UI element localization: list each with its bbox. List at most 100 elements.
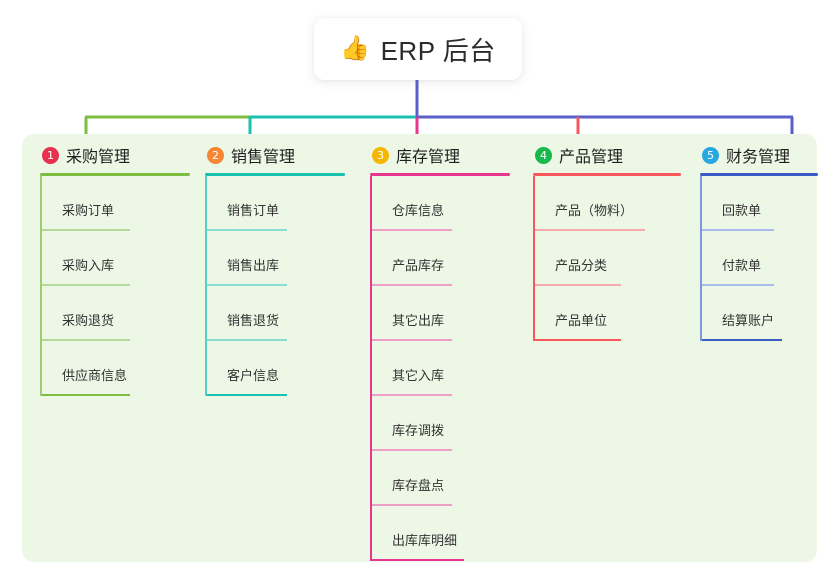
branch-item-rule xyxy=(207,284,287,286)
branch-item-list: 回款单付款单结算账户 xyxy=(700,176,818,341)
branch-item-rule xyxy=(42,339,130,341)
branch-number-badge: 1 xyxy=(42,146,59,164)
root-node[interactable]: 👍 ERP 后台 xyxy=(314,18,522,80)
branch-item[interactable]: 仓库信息 xyxy=(370,176,510,231)
branch-spine xyxy=(370,176,372,561)
branch-item-label: 产品单位 xyxy=(555,313,608,328)
branch-header-1[interactable]: 1 采购管理 xyxy=(40,142,190,168)
branch-number-badge: 4 xyxy=(535,146,552,164)
branch-title: 库存管理 xyxy=(396,149,461,166)
branch-title: 销售管理 xyxy=(231,149,296,166)
branch-item[interactable]: 销售退货 xyxy=(205,286,345,341)
branch-item-rule xyxy=(42,229,130,231)
branch-header-rule xyxy=(370,173,510,176)
branch-item-rule xyxy=(372,504,452,506)
branch-item-label: 其它入库 xyxy=(392,368,445,383)
branch-item[interactable]: 出库库明细 xyxy=(370,506,510,561)
branch-column-2: 2 销售管理销售订单销售出库销售退货客户信息 xyxy=(205,142,345,396)
branch-column-3: 3 库存管理仓库信息产品库存其它出库其它入库库存调拨库存盘点出库库明细 xyxy=(370,142,510,561)
branch-item[interactable]: 产品库存 xyxy=(370,231,510,286)
branch-item-label: 其它出库 xyxy=(392,313,445,328)
branch-item-list: 采购订单采购入库采购退货供应商信息 xyxy=(40,176,190,396)
branch-header-3[interactable]: 3 库存管理 xyxy=(370,142,510,168)
branch-column-5: 5 财务管理回款单付款单结算账户 xyxy=(700,142,818,341)
branch-item-label: 库存盘点 xyxy=(392,478,445,493)
branch-item-label: 出库库明细 xyxy=(392,533,458,548)
branch-item-label: 回款单 xyxy=(722,203,762,218)
branch-item-label: 产品分类 xyxy=(555,258,608,273)
branch-item[interactable]: 回款单 xyxy=(700,176,818,231)
branch-header-5[interactable]: 5 财务管理 xyxy=(700,142,818,168)
branch-item-label: 仓库信息 xyxy=(392,203,445,218)
branch-item-label: 结算账户 xyxy=(722,313,775,328)
branch-item-rule xyxy=(535,229,645,231)
branch-item[interactable]: 客户信息 xyxy=(205,341,345,396)
branch-item[interactable]: 产品单位 xyxy=(533,286,681,341)
branch-item-rule xyxy=(207,339,287,341)
branch-item[interactable]: 供应商信息 xyxy=(40,341,190,396)
branch-item-list: 产品（物料） 产品分类产品单位 xyxy=(533,176,681,341)
branch-column-1: 1 采购管理采购订单采购入库采购退货供应商信息 xyxy=(40,142,190,396)
branch-item[interactable]: 销售订单 xyxy=(205,176,345,231)
branch-item-rule xyxy=(535,284,621,286)
branch-item-rule xyxy=(42,284,130,286)
branch-item-label: 采购订单 xyxy=(62,203,115,218)
root-node-text: 👍 ERP 后台 xyxy=(340,31,496,68)
branch-title: 产品管理 xyxy=(559,149,624,166)
branch-item[interactable]: 采购退货 xyxy=(40,286,190,341)
branch-item[interactable]: 付款单 xyxy=(700,231,818,286)
thumbs-up-icon: 👍 xyxy=(340,35,371,62)
branch-panel xyxy=(22,134,817,562)
branch-item[interactable]: 采购订单 xyxy=(40,176,190,231)
branch-spine xyxy=(40,176,42,396)
branch-item-rule xyxy=(372,394,452,396)
branch-item-rule xyxy=(372,339,452,341)
branch-item[interactable]: 销售出库 xyxy=(205,231,345,286)
branch-item-label: 付款单 xyxy=(722,258,762,273)
branch-number-badge: 2 xyxy=(207,146,224,164)
branch-item-label: 产品（物料） xyxy=(555,203,634,218)
branch-item-list: 销售订单销售出库销售退货客户信息 xyxy=(205,176,345,396)
branch-header-rule xyxy=(700,173,818,176)
branch-item[interactable]: 库存盘点 xyxy=(370,451,510,506)
branch-item[interactable]: 其它出库 xyxy=(370,286,510,341)
branch-item-rule xyxy=(535,339,621,341)
branch-item-label: 销售出库 xyxy=(227,258,280,273)
branch-item-rule xyxy=(207,394,287,396)
branch-item-label: 供应商信息 xyxy=(62,368,128,383)
branch-header-rule xyxy=(533,173,681,176)
branch-item[interactable]: 产品（物料） xyxy=(533,176,681,231)
branch-item-label: 产品库存 xyxy=(392,258,445,273)
branch-title: 采购管理 xyxy=(66,149,131,166)
branch-column-4: 4 产品管理产品（物料） 产品分类产品单位 xyxy=(533,142,681,341)
branch-item-label: 采购入库 xyxy=(62,258,115,273)
branch-title: 财务管理 xyxy=(726,149,791,166)
branch-item[interactable]: 库存调拨 xyxy=(370,396,510,451)
branch-item-rule xyxy=(702,229,774,231)
branch-header-rule xyxy=(205,173,345,176)
branch-item-rule xyxy=(372,559,464,561)
branch-item[interactable]: 采购入库 xyxy=(40,231,190,286)
branch-item[interactable]: 其它入库 xyxy=(370,341,510,396)
branch-header-2[interactable]: 2 销售管理 xyxy=(205,142,345,168)
branch-item-rule xyxy=(702,339,782,341)
branch-header-rule xyxy=(40,173,190,176)
page-title: ERP 后台 xyxy=(380,35,496,66)
branch-header-4[interactable]: 4 产品管理 xyxy=(533,142,681,168)
branch-item-label: 销售退货 xyxy=(227,313,280,328)
branch-number-badge: 5 xyxy=(702,146,719,164)
branch-item-rule xyxy=(372,229,452,231)
branch-item-label: 销售订单 xyxy=(227,203,280,218)
branch-item-rule xyxy=(702,284,774,286)
branch-item-rule xyxy=(207,229,287,231)
branch-spine xyxy=(205,176,207,396)
branch-item-list: 仓库信息产品库存其它出库其它入库库存调拨库存盘点出库库明细 xyxy=(370,176,510,561)
branch-number-badge: 3 xyxy=(372,146,389,164)
branch-item[interactable]: 产品分类 xyxy=(533,231,681,286)
branch-spine xyxy=(533,176,535,341)
branch-item-rule xyxy=(372,284,452,286)
branch-item-label: 库存调拨 xyxy=(392,423,445,438)
branch-item-rule xyxy=(42,394,130,396)
branch-item[interactable]: 结算账户 xyxy=(700,286,818,341)
